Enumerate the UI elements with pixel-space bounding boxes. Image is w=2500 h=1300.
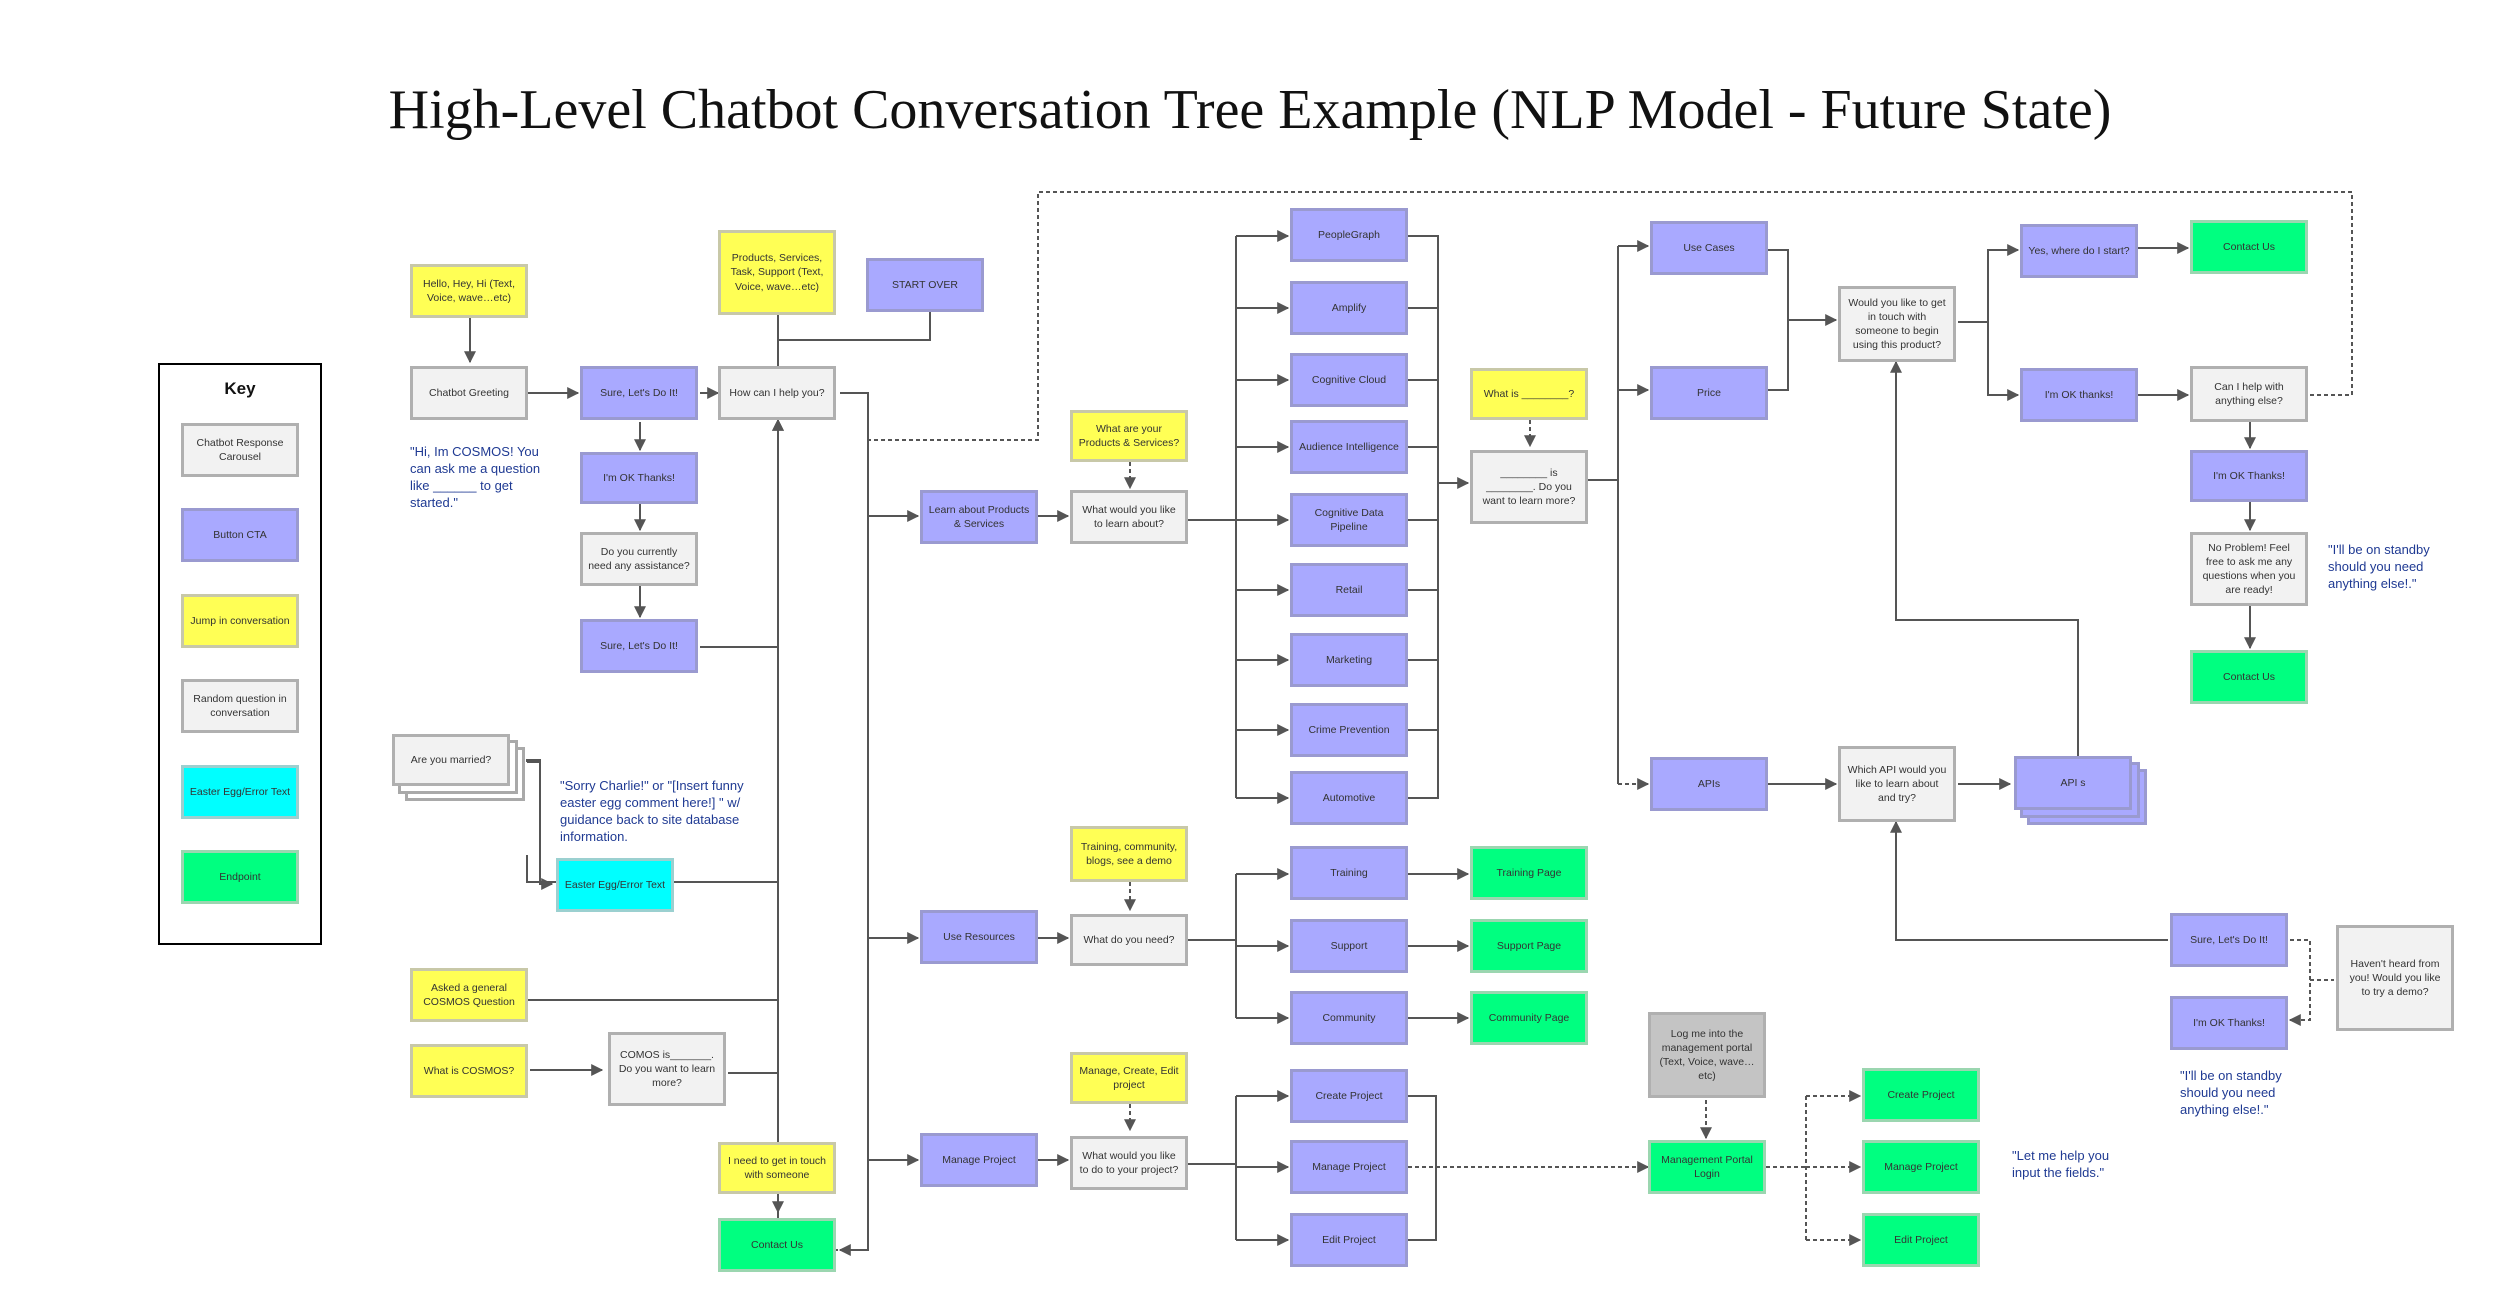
node-what-need: What do you need? <box>1070 914 1188 966</box>
node-product-audience-intelligence[interactable]: Audience Intelligence <box>1290 420 1408 474</box>
node-hello: Hello, Hey, Hi (Text, Voice, wave…etc) <box>410 264 528 318</box>
node-need-assistance: Do you currently need any assistance? <box>580 532 698 586</box>
node-what-is: What is ________? <box>1470 368 1588 420</box>
node-use-cases[interactable]: Use Cases <box>1650 221 1768 275</box>
node-product-marketing[interactable]: Marketing <box>1290 633 1408 687</box>
node-cosmos-is: COMOS is_______. Do you want to learn mo… <box>608 1032 726 1106</box>
node-easter-egg: Easter Egg/Error Text <box>556 858 674 912</box>
key-item-jump: Jump in conversation <box>181 594 299 648</box>
node-product-crime-prevention[interactable]: Crime Prevention <box>1290 703 1408 757</box>
node-ok-thanks-1[interactable]: I'm OK Thanks! <box>580 452 698 504</box>
node-resource-support[interactable]: Support <box>1290 919 1408 973</box>
node-sure-lets-do-it-2[interactable]: Sure, Let's Do It! <box>580 619 698 673</box>
node-endpoint-create-project[interactable]: Create Project <box>1862 1068 1980 1122</box>
node-resource-training[interactable]: Training <box>1290 846 1408 900</box>
node-learn-products[interactable]: Learn about Products & Services <box>920 490 1038 544</box>
node-contact-us-top[interactable]: Contact Us <box>2190 220 2308 274</box>
key-item-endpoint: Endpoint <box>181 850 299 904</box>
node-manage-jump: Manage, Create, Edit project <box>1070 1052 1188 1104</box>
node-resource-community[interactable]: Community <box>1290 991 1408 1045</box>
node-how-can-i-help: How can I help you? <box>718 366 836 420</box>
node-product-cognitive-data-pipeline[interactable]: Cognitive Data Pipeline <box>1290 493 1408 547</box>
node-get-in-touch: Would you like to get in touch with some… <box>1838 286 1956 362</box>
key-item-button-cta: Button CTA <box>181 508 299 562</box>
node-contact-us-mid[interactable]: Contact Us <box>2190 650 2308 704</box>
node-create-project[interactable]: Create Project <box>1290 1069 1408 1123</box>
note-cosmos-intro: "Hi, Im COSMOS! You can ask me a questio… <box>410 444 541 510</box>
node-chatbot-greeting: Chatbot Greeting <box>410 366 528 420</box>
node-which-api: Which API would you like to learn about … <box>1838 746 1956 822</box>
node-sure-lets-do-it-1[interactable]: Sure, Let's Do It! <box>580 366 698 420</box>
note-standby-2: "I'll be on standby should you need anyt… <box>2180 1068 2282 1117</box>
node-price[interactable]: Price <box>1650 366 1768 420</box>
node-ok-thanks-4[interactable]: I'm OK Thanks! <box>2170 996 2288 1050</box>
node-use-resources[interactable]: Use Resources <box>920 910 1038 964</box>
node-apis[interactable]: APIs <box>1650 757 1768 811</box>
page-title: High-Level Chatbot Conversation Tree Exa… <box>388 79 2112 141</box>
node-are-you-married: Are you married? <box>392 734 510 786</box>
node-community-page[interactable]: Community Page <box>1470 991 1588 1045</box>
node-endpoint-manage-project[interactable]: Manage Project <box>1862 1140 1980 1194</box>
node-sure-lets-do-it-3[interactable]: Sure, Let's Do It! <box>2170 913 2288 967</box>
node-portal-login[interactable]: Management Portal Login <box>1648 1140 1766 1194</box>
node-start-over[interactable]: START OVER <box>866 258 984 312</box>
node-api-s[interactable]: API s <box>2014 756 2132 810</box>
key-item-response-carousel: Chatbot Response Carousel <box>181 423 299 477</box>
node-havent-heard: Haven't heard from you! Would you like t… <box>2336 925 2454 1031</box>
node-training-jump: Training, community, blogs, see a demo <box>1070 826 1188 882</box>
node-ok-thanks-2[interactable]: I'm OK thanks! <box>2020 368 2138 422</box>
node-asked-general: Asked a general COSMOS Question <box>410 968 528 1022</box>
note-help-fields: "Let me help you input the fields." <box>2012 1148 2110 1180</box>
key-item-random-question: Random question in conversation <box>181 679 299 733</box>
node-what-learn: What would you like to learn about? <box>1070 490 1188 544</box>
node-product-automotive[interactable]: Automotive <box>1290 771 1408 825</box>
node-is-learn-more: ________ is ________. Do you want to lea… <box>1470 450 1588 524</box>
node-help-anything-else: Can I help with anything else? <box>2190 366 2308 422</box>
node-training-page[interactable]: Training Page <box>1470 846 1588 900</box>
node-manage-project-2[interactable]: Manage Project <box>1290 1140 1408 1194</box>
key-title: Key <box>224 379 256 398</box>
node-endpoint-edit-project[interactable]: Edit Project <box>1862 1213 1980 1267</box>
node-need-touch: I need to get in touch with someone <box>718 1142 836 1194</box>
node-product-peoplegraph[interactable]: PeopleGraph <box>1290 208 1408 262</box>
node-no-problem: No Problem! Feel free to ask me any ques… <box>2190 532 2308 606</box>
node-yes-where-start[interactable]: Yes, where do I start? <box>2020 224 2138 278</box>
note-standby-1: "I'll be on standby should you need anyt… <box>2328 542 2430 591</box>
note-sorry-charlie: "Sorry Charlie!" or "[Insert funny easte… <box>560 778 744 844</box>
node-what-is-cosmos: What is COSMOS? <box>410 1044 528 1098</box>
node-contact-us-left[interactable]: Contact Us <box>718 1218 836 1272</box>
key-legend: Key Chatbot Response Carousel Button CTA… <box>158 363 322 945</box>
node-product-amplify[interactable]: Amplify <box>1290 281 1408 335</box>
node-products-jump: Products, Services, Task, Support (Text,… <box>718 230 836 315</box>
node-edit-project[interactable]: Edit Project <box>1290 1213 1408 1267</box>
node-product-retail[interactable]: Retail <box>1290 563 1408 617</box>
node-product-cognitive-cloud[interactable]: Cognitive Cloud <box>1290 353 1408 407</box>
node-manage-project[interactable]: Manage Project <box>920 1133 1038 1187</box>
node-what-products: What are your Products & Services? <box>1070 410 1188 462</box>
node-support-page[interactable]: Support Page <box>1470 919 1588 973</box>
node-ok-thanks-3[interactable]: I'm OK Thanks! <box>2190 450 2308 502</box>
node-what-do: What would you like to do to your projec… <box>1070 1136 1188 1190</box>
key-item-easter-egg: Easter Egg/Error Text <box>181 765 299 819</box>
node-login-jump: Log me into the management portal (Text,… <box>1648 1012 1766 1098</box>
